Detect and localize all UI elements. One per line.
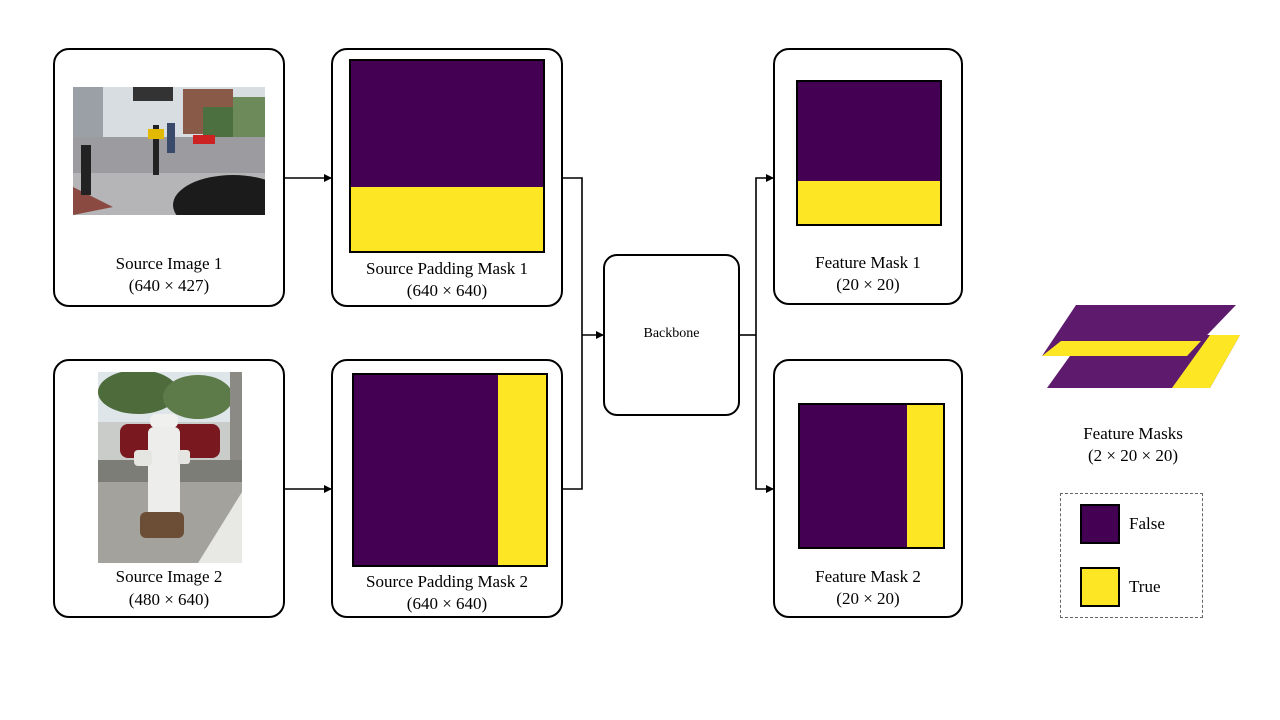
padding-mask-1-card: Source Padding Mask 1 (640 × 640) (331, 48, 563, 307)
source-image-1-card: Source Image 1 (640 × 427) (53, 48, 285, 307)
stack-front-true-strip (1042, 341, 1201, 356)
merge-bracket (562, 177, 583, 490)
feature-mask-1 (796, 80, 942, 226)
stack-back-true-strip (1172, 335, 1240, 388)
legend-true-label: True (1129, 577, 1161, 596)
feature-mask-1-true-region (798, 181, 940, 224)
feature-mask-1-title: Feature Mask 1 (815, 253, 921, 272)
hydrant-photo (98, 372, 242, 563)
source-image-2-title: Source Image 2 (115, 567, 223, 586)
padding-mask-1-true-region (351, 187, 543, 251)
feature-mask-1-dims: (20 × 20) (836, 275, 900, 294)
padding-mask-1-dims: (640 × 640) (406, 281, 488, 300)
padding-mask-2-card: Source Padding Mask 2 (640 × 640) (331, 359, 563, 618)
source-image-2-dims: (480 × 640) (128, 590, 210, 609)
stacked-feature-masks (1042, 305, 1240, 388)
feature-masks-dims: (2 × 20 × 20) (1088, 446, 1178, 465)
source-image-1-dims: (640 × 427) (128, 276, 210, 295)
source-image-2-card: Source Image 2 (480 × 640) (53, 359, 285, 618)
padding-mask-2-title: Source Padding Mask 2 (366, 572, 528, 591)
legend-true-swatch (1080, 567, 1120, 607)
legend-false-swatch (1080, 504, 1120, 544)
backbone-block: Backbone (603, 254, 740, 416)
padding-mask-2-dims: (640 × 640) (406, 594, 488, 613)
legend-false-label: False (1129, 514, 1165, 533)
street-photo (73, 87, 265, 215)
feature-mask-1-card: Feature Mask 1 (20 × 20) (773, 48, 963, 305)
arrow-to-featmask2 (755, 335, 774, 493)
source-image-1-title: Source Image 1 (115, 254, 223, 273)
feature-mask-2 (798, 403, 945, 549)
feature-mask-2-dims: (20 × 20) (836, 589, 900, 608)
feature-mask-2-title: Feature Mask 2 (815, 567, 921, 586)
padding-mask-2-true-region (498, 375, 546, 565)
feature-mask-2-card: Feature Mask 2 (20 × 20) (773, 359, 963, 618)
padding-mask-2 (352, 373, 548, 567)
legend: False True (1060, 493, 1203, 618)
feature-masks-title: Feature Masks (1083, 424, 1183, 443)
padding-mask-1 (349, 59, 545, 253)
feature-mask-2-true-region (907, 405, 943, 547)
padding-mask-1-title: Source Padding Mask 1 (366, 259, 528, 278)
backbone-label: Backbone (643, 326, 700, 341)
arrow-to-featmask1 (755, 174, 774, 335)
